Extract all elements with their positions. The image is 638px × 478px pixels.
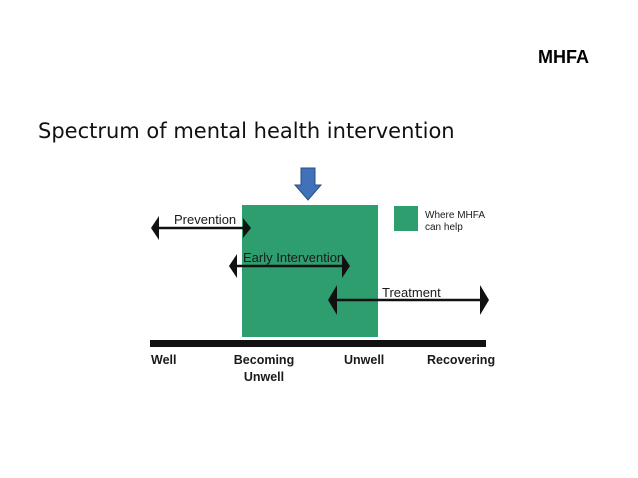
- down-arrow-icon: [293, 167, 323, 201]
- slide-title: Spectrum of mental health intervention: [38, 119, 455, 143]
- spectrum-baseline: [150, 340, 486, 347]
- treatment-label: Treatment: [382, 285, 441, 300]
- axis-label-becoming-line1: Becoming: [234, 353, 294, 367]
- axis-label-becoming-line2: Unwell: [244, 370, 284, 384]
- axis-label-recovering: Recovering: [427, 353, 495, 367]
- early-intervention-label: Early Intervention: [243, 250, 344, 265]
- legend-text-line1: Where MHFA: [425, 210, 485, 221]
- legend-text-line2: can help: [425, 222, 463, 233]
- treatment-arrow: [328, 285, 489, 315]
- mhfa-help-region: [242, 205, 378, 337]
- axis-label-unwell: Unwell: [344, 353, 384, 367]
- prevention-label: Prevention: [174, 212, 236, 227]
- prevention-arrow: [151, 216, 251, 240]
- early-intervention-arrow: [229, 254, 350, 278]
- legend-swatch: [394, 206, 418, 231]
- axis-label-well: Well: [151, 353, 176, 367]
- brand-label: MHFA: [538, 47, 589, 67]
